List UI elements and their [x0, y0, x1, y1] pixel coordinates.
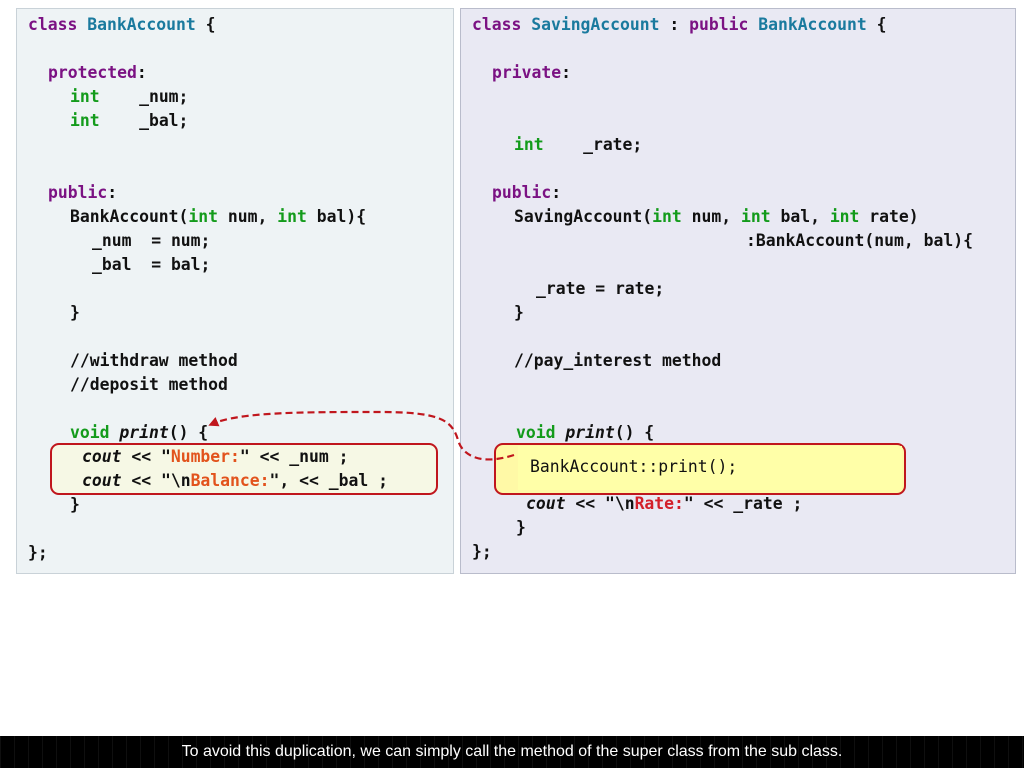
class-name: BankAccount	[87, 15, 196, 34]
signature-rest: () {	[168, 423, 209, 442]
code-line-init-list: :BankAccount(num, bal){	[746, 231, 973, 250]
super-call-background	[518, 446, 902, 490]
code-line-close-brace: }	[514, 303, 524, 322]
subtitle-bar: To avoid this duplication, we can simply…	[0, 736, 1024, 768]
variable: _rate;	[543, 135, 643, 154]
arg: num,	[681, 207, 741, 226]
code-line-rate-field: int _rate;	[514, 133, 642, 157]
ctor-name: BankAccount(	[70, 207, 189, 226]
code-line-close-brace: }	[516, 518, 526, 537]
code-comment-pay-interest: //pay_interest method	[514, 351, 722, 370]
operator: << "\n	[121, 471, 191, 490]
colon: :	[561, 63, 571, 82]
code-comment-deposit: //deposit method	[70, 375, 228, 394]
base-class-code-panel	[16, 8, 454, 574]
code-line-assign-num: _num = num;	[92, 231, 211, 250]
colon: :	[551, 183, 562, 202]
code-line-class-end: };	[28, 543, 48, 562]
base-class-name: BankAccount	[758, 15, 867, 34]
code-line-constructor: SavingAccount(int num, int bal, int rate…	[514, 205, 919, 229]
keyword: class	[472, 15, 522, 34]
ctor-name: SavingAccount(	[514, 207, 653, 226]
string-literal: Balance:	[190, 471, 270, 490]
space	[109, 423, 119, 442]
type: int	[70, 87, 100, 106]
code-line-cout-number: cout << "Number:" << _num ;	[82, 445, 348, 469]
code-line-super-print-call: BankAccount::print();	[530, 457, 738, 476]
type: int	[70, 111, 100, 130]
keyword: class	[28, 15, 78, 34]
cout: cout	[82, 447, 122, 466]
type: int	[829, 207, 860, 226]
arg: bal){	[306, 207, 367, 226]
cout: cout	[526, 494, 566, 513]
code-line-close-brace: }	[70, 303, 80, 322]
function-name: print	[119, 423, 169, 442]
colon: :	[136, 63, 147, 82]
type: void	[516, 423, 556, 442]
code-line-assign-rate: _rate = rate;	[536, 279, 665, 298]
code-line-class-end: };	[472, 542, 492, 561]
code-line-private: private:	[492, 61, 571, 85]
subtitle-text: To avoid this duplication, we can simply…	[181, 743, 843, 760]
code-line-assign-bal: _bal = bal;	[92, 255, 211, 274]
type: void	[70, 423, 110, 442]
code-line-class-decl: class SavingAccount : public BankAccount…	[472, 13, 887, 37]
arg: num,	[218, 207, 278, 226]
code-line-constructor: BankAccount(int num, int bal){	[70, 205, 366, 229]
code-line-num-field: int _num;	[70, 85, 188, 109]
signature-rest: () {	[614, 423, 655, 442]
code-line-public: public:	[48, 181, 117, 205]
keyword: public	[689, 15, 749, 34]
code-line-print-decl: void print() {	[516, 421, 654, 445]
code-line-protected: protected:	[48, 61, 147, 85]
code-line-class-decl: class BankAccount {	[28, 13, 216, 37]
type: int	[514, 135, 544, 154]
colon: :	[107, 183, 118, 202]
space	[555, 423, 565, 442]
code-line-print-decl: void print() {	[70, 421, 208, 445]
keyword: private	[492, 63, 562, 82]
arg: bal,	[770, 207, 830, 226]
type: int	[188, 207, 219, 226]
keyword: protected	[48, 63, 137, 82]
code-line-bal-field: int _bal;	[70, 109, 188, 133]
cout: cout	[82, 471, 122, 490]
code-line-cout-rate: cout << "\nRate:" << _rate ;	[526, 492, 802, 516]
operator: << "	[121, 447, 171, 466]
keyword: public	[492, 183, 552, 202]
type: int	[652, 207, 682, 226]
keyword: public	[48, 183, 108, 202]
string-literal: Rate:	[634, 494, 684, 513]
brace: {	[866, 15, 887, 34]
code-line-cout-balance: cout << "\nBalance:", << _bal ;	[82, 469, 388, 493]
variable: _num;	[99, 87, 189, 106]
statement-rest: " << _num ;	[239, 447, 349, 466]
arg: rate)	[859, 207, 919, 226]
colon: :	[659, 15, 690, 34]
code-line-close-brace: }	[70, 495, 80, 514]
statement-rest: ", << _bal ;	[269, 471, 388, 490]
duplicated-print-body-highlight	[50, 443, 438, 495]
statement-rest: " << _rate ;	[683, 494, 803, 513]
class-name: SavingAccount	[531, 15, 660, 34]
string-literal: Number:	[170, 447, 240, 466]
function-name: print	[565, 423, 615, 442]
type: int	[740, 207, 771, 226]
code-comment-withdraw: //withdraw method	[70, 351, 238, 370]
operator: << "\n	[565, 494, 635, 513]
type: int	[277, 207, 307, 226]
code-line-public: public:	[492, 181, 561, 205]
brace: {	[195, 15, 216, 34]
variable: _bal;	[99, 111, 189, 130]
